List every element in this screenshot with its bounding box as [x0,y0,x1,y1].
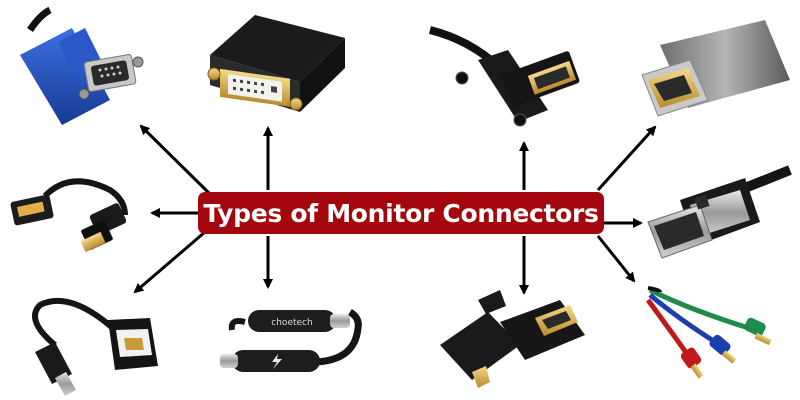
dvi-cable-icon [429,26,580,127]
dvi-adapter-icon [207,15,345,112]
displayport-connector-icon [647,165,792,259]
thunderbolt-cable-icon: choetech [220,308,362,372]
arrow-rca [596,235,636,283]
thunderbolt-icon [272,354,282,369]
arrows [133,124,657,295]
mini-hdmi-adapter-icon [440,290,585,388]
arrow-mini-dp [133,230,206,294]
component-rca-cable-icon [645,286,772,379]
brand-label: choetech [271,318,312,328]
title-banner: Types of Monitor Connectors [198,192,604,234]
mini-displayport-adapter-icon [32,297,158,396]
arrow-usb-c [596,125,657,192]
hdmi-to-displayport-adapter-icon [10,178,128,253]
usb-c-connector-icon [641,20,790,117]
diagram-title: Types of Monitor Connectors [203,198,599,228]
arrow-vga [139,124,214,198]
vga-connector-icon [20,6,144,125]
